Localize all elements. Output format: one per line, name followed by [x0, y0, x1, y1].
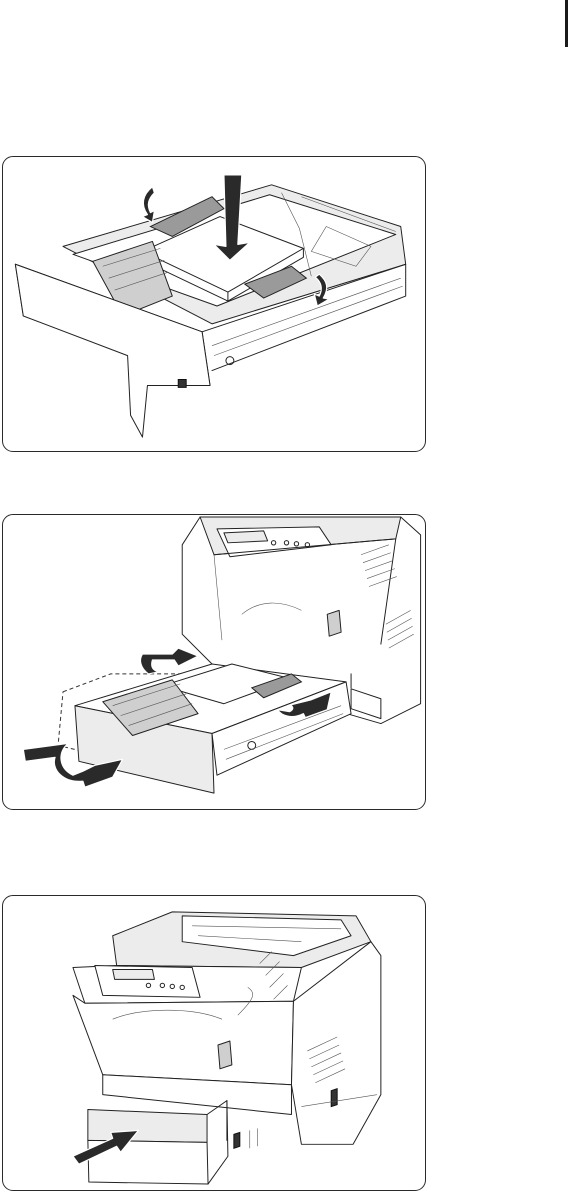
load-paper-tray-illustration	[2, 156, 426, 452]
paper-tray-drawing	[3, 157, 425, 451]
printer-tray-insert-drawing	[3, 515, 425, 809]
printer-tray-pushed-drawing	[3, 896, 425, 1190]
push-tray-in-illustration	[2, 895, 426, 1191]
insert-tray-illustration	[2, 514, 426, 810]
